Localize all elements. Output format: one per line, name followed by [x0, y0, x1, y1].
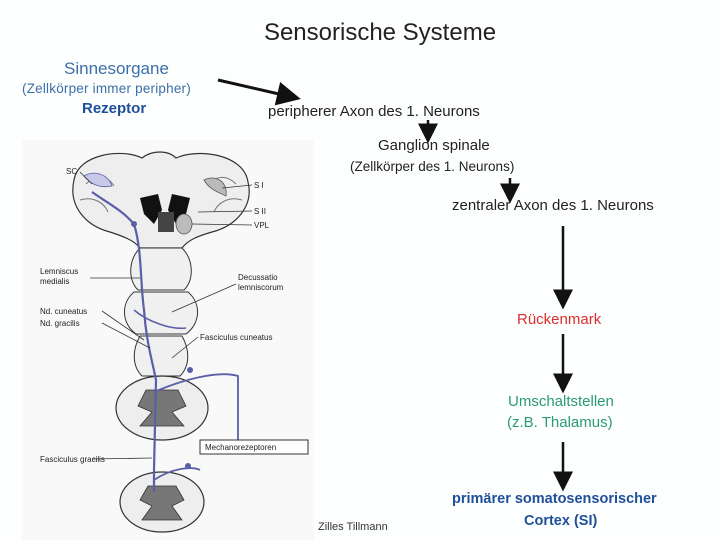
pathway-crossing	[133, 309, 187, 330]
label-s1: S I	[254, 181, 264, 190]
ganglion-sub-label: (Zellkörper des 1. Neurons)	[350, 159, 515, 174]
label-lemniscus-2: medialis	[40, 277, 69, 286]
label-sc: SC	[66, 167, 77, 176]
ventricles	[140, 194, 190, 224]
umschaltstellen-sub-label: (z.B. Thalamus)	[507, 414, 613, 431]
brainstem-pons	[124, 291, 198, 335]
peripherer-axon-label: peripherer Axon des 1. Neurons	[268, 103, 480, 120]
mechano-box	[199, 439, 309, 455]
label-nd-gracilis: Nd. gracilis	[40, 319, 80, 328]
label-vpl: VPL	[254, 221, 270, 230]
anatomy-drawing: SC S I S II VPL Lemniscus medialis Decus…	[40, 151, 309, 533]
sinnesorgane-label: Sinnesorgane	[64, 59, 169, 78]
anatomy-figure: SC S I S II VPL Lemniscus medialis Decus…	[22, 140, 314, 540]
s1-area	[203, 177, 227, 197]
rueckenmark-label: Rückenmark	[517, 311, 602, 328]
arrow-rezeptor-to-axon	[217, 78, 301, 106]
label-fasc-cuneatus: Fasciculus cuneatus	[200, 333, 272, 342]
label-decussatio-2: lemniscorum	[238, 283, 284, 292]
thalamus	[158, 212, 174, 232]
neuron-lower	[185, 463, 191, 469]
ganglion-label: Ganglion spinale	[378, 137, 490, 154]
cortex-label: Cortex (SI)	[524, 513, 598, 529]
leader-lines	[79, 171, 253, 460]
grey-matter-upper	[137, 389, 187, 427]
umschaltstellen-label: Umschaltstellen	[508, 393, 614, 410]
label-fasc-gracilis: Fasciculus gracilis	[40, 455, 105, 464]
label-mechanorezeptoren: Mechanorezeptoren	[205, 443, 276, 452]
sc-area	[83, 172, 113, 188]
primaer-label: primärer somatosensorischer	[452, 491, 657, 507]
grey-matter-lower	[139, 485, 185, 521]
credit-label: Zilles Tillmann	[318, 521, 388, 533]
brainstem-midbrain	[130, 247, 192, 291]
pathway-upper-afferent	[153, 373, 239, 450]
neuron-upper	[187, 367, 193, 373]
brain-outline	[72, 151, 250, 249]
label-s2: S II	[254, 207, 266, 216]
pathway-lower-afferent	[153, 467, 201, 481]
brainstem-medulla	[133, 335, 189, 377]
zellkoerper-note: (Zellkörper immer peripher)	[22, 81, 191, 96]
pathway-ascending	[91, 191, 158, 492]
label-lemniscus-1: Lemniscus	[40, 267, 78, 276]
label-decussatio-1: Decussatio	[238, 273, 278, 282]
label-nd-cuneatus: Nd. cuneatus	[40, 307, 87, 316]
slide-title: Sensorische Systeme	[263, 19, 497, 46]
rezeptor-label: Rezeptor	[82, 100, 147, 117]
vpl-nucleus	[175, 213, 193, 235]
